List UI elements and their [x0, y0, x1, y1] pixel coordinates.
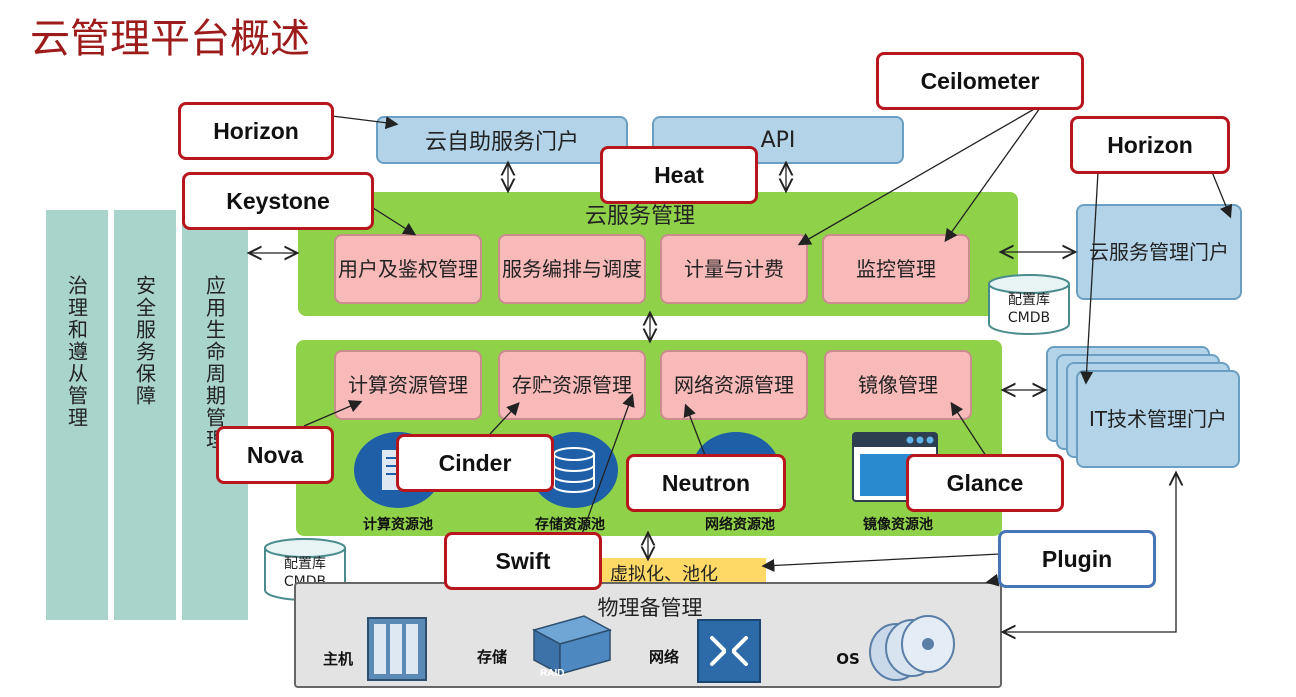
cinder-callout: Cinder	[396, 434, 554, 492]
metering-billing: 计量与计费	[660, 234, 808, 304]
network-label: 网络	[648, 648, 679, 666]
cmdb-left-line1: 配置库	[284, 556, 326, 572]
cloud-service-mgmt-label: 云服务管理	[584, 204, 695, 229]
server-icon	[367, 617, 427, 681]
storage-label: 存储	[476, 648, 507, 666]
horizon-left-callout: Horizon	[178, 102, 334, 160]
app-lifecycle-label: 应用生命周期管理	[202, 275, 227, 451]
monitoring-mgmt: 监控管理	[822, 234, 970, 304]
raid-label: RAID	[540, 668, 565, 679]
governance-label: 治理和遵从管理	[64, 275, 89, 429]
orchestration-scheduling: 服务编排与调度	[498, 234, 646, 304]
os-disc-icon	[869, 615, 955, 681]
host-label: 主机	[322, 650, 353, 668]
cmdb-right-label: 配置库 CMDB	[986, 292, 1072, 327]
raid-storage-icon	[532, 615, 612, 676]
it-tech-mgmt-portal: IT技术管理门户	[1076, 370, 1240, 468]
ceilometer-callout: Ceilometer	[876, 52, 1084, 110]
keystone-callout: Keystone	[182, 172, 374, 230]
image-pool-icon	[852, 432, 938, 502]
plugin-callout: Plugin	[998, 530, 1156, 588]
network-pool-label: 网络资源池	[705, 517, 775, 533]
governance-bar: 治理和遵从管理	[46, 210, 108, 620]
cmdb-cylinder-icon	[988, 274, 1070, 335]
heat-callout: Heat	[600, 146, 758, 204]
storage-pool-label: 存储资源池	[535, 517, 605, 533]
glance-callout: Glance	[906, 454, 1064, 512]
storage-resource-mgmt: 存贮资源管理	[498, 350, 646, 420]
physical-mgmt-label: 物理备管理	[597, 596, 703, 620]
horizon-right-callout: Horizon	[1070, 116, 1230, 174]
security-bar: 安全服务保障	[114, 210, 176, 620]
app-lifecycle-bar: 应用生命周期管理	[182, 210, 248, 620]
page-title: 云管理平台概述	[30, 16, 310, 62]
network-switch-icon	[697, 619, 761, 683]
neutron-callout: Neutron	[626, 454, 786, 512]
cmdb-line1: 配置库	[1008, 292, 1050, 308]
security-label: 安全服务保障	[132, 275, 157, 407]
image-mgmt: 镜像管理	[824, 350, 972, 420]
cloud-service-mgmt-portal: 云服务管理门户	[1076, 204, 1242, 300]
os-label: OS	[836, 650, 860, 668]
cmdb-line2: CMDB	[1007, 309, 1051, 326]
image-pool-label: 镜像资源池	[863, 517, 933, 533]
nova-callout: Nova	[216, 426, 334, 484]
swift-callout: Swift	[444, 532, 602, 590]
compute-pool-label: 计算资源池	[363, 517, 433, 533]
